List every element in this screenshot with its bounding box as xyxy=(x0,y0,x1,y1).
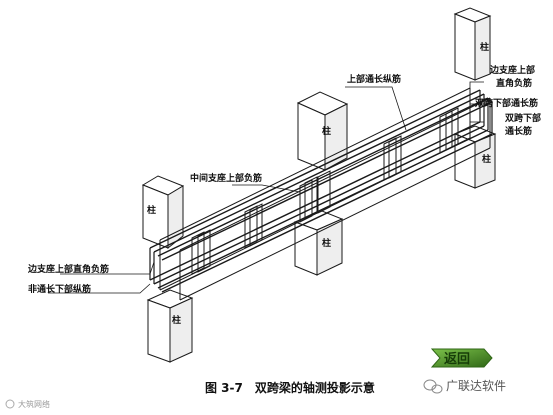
rebars-bottom xyxy=(149,121,493,293)
column-label: 柱 xyxy=(482,153,491,165)
brand-name: 广联达软件 xyxy=(446,379,506,393)
right-end-hooks xyxy=(479,90,493,134)
figure-caption: 图 3-7 双跨梁的轴测投影示意 xyxy=(205,380,375,395)
label-double-span-bottom-line1: 双跨下部 xyxy=(505,112,541,124)
label-double-span-bottom-line2: 通长筋 xyxy=(505,125,532,137)
label-edge-support-right-line2: 直角负筋 xyxy=(496,77,532,89)
watermark-left: 大筑网络 xyxy=(18,399,50,409)
back-button-label: 返回 xyxy=(444,352,470,367)
column-left-upper xyxy=(141,175,185,250)
column-right-upper xyxy=(453,7,492,81)
leader-lines xyxy=(48,81,484,294)
column-label: 柱 xyxy=(172,314,181,326)
label-non-through-bottom-left: 非通长下部纵筋 xyxy=(28,283,91,295)
column-label: 柱 xyxy=(480,41,489,53)
label-middle-support-top-neg: 中间支座上部负筋 xyxy=(190,172,262,184)
left-end-hooks xyxy=(149,248,155,284)
column-label: 柱 xyxy=(322,125,331,137)
stirrups xyxy=(191,107,459,275)
column-left-lower xyxy=(146,289,194,363)
label-edge-support-left: 边支座上部直角负筋 xyxy=(27,263,109,275)
label-double-span-bottom: 双跨下部通长筋 xyxy=(475,97,538,109)
watermark-logo-icon xyxy=(5,399,15,409)
column-label: 柱 xyxy=(147,204,156,216)
rebars-top xyxy=(149,89,493,261)
label-top-through-long: 上部通长纵筋 xyxy=(347,73,401,85)
wechat-icon xyxy=(423,379,443,394)
label-edge-support-right-line1: 边支座上部 xyxy=(489,64,535,76)
column-label: 柱 xyxy=(322,237,331,249)
back-button[interactable]: 返回 xyxy=(430,348,493,368)
